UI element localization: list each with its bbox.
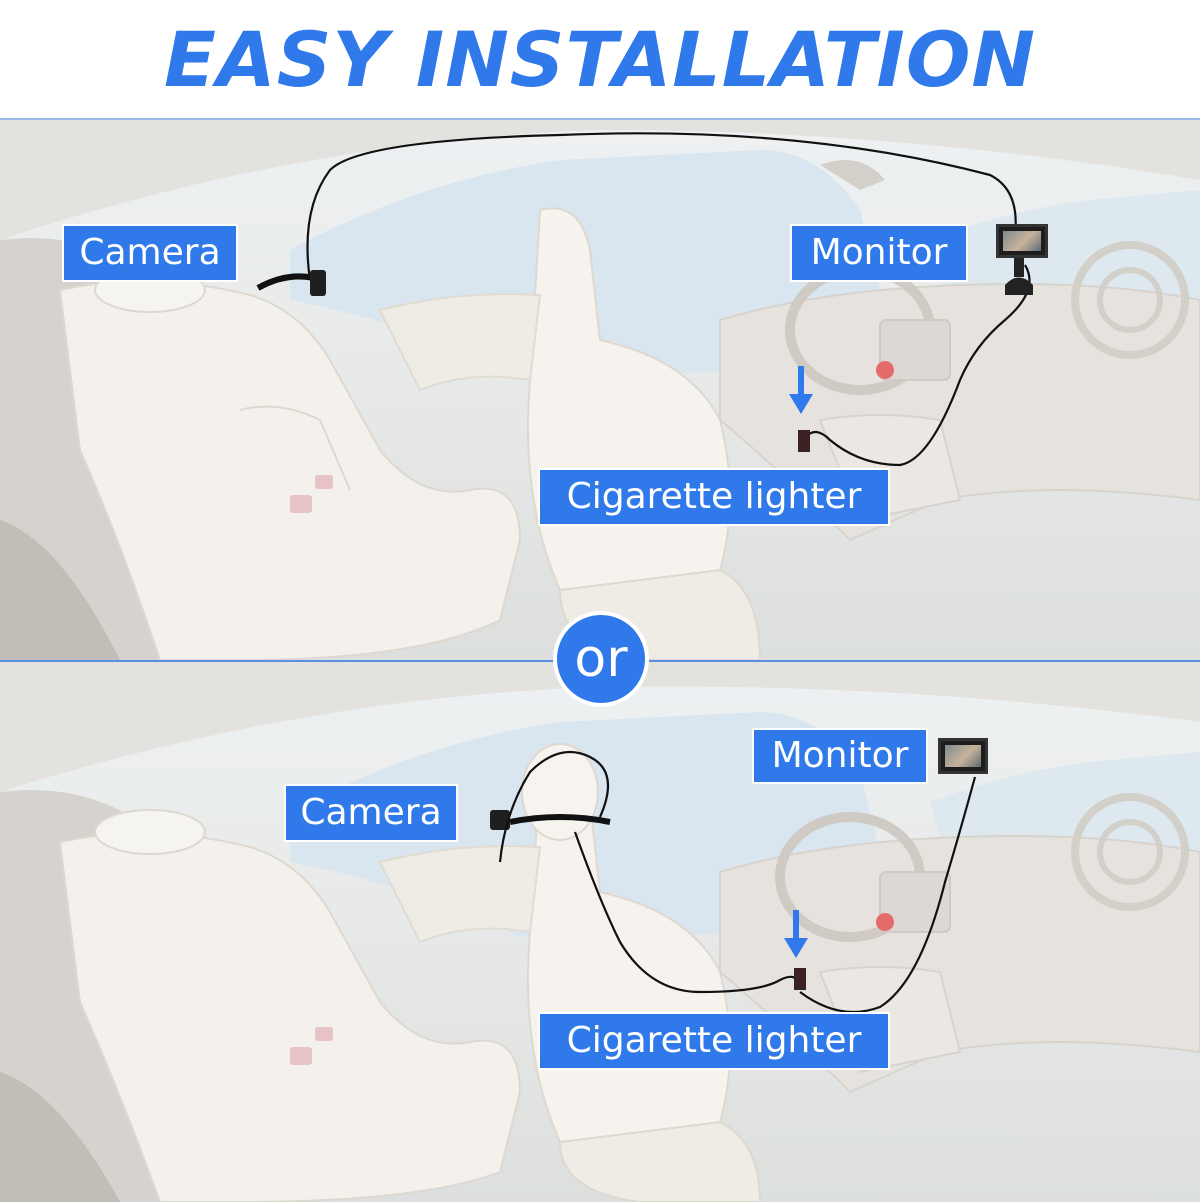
camera-label: Camera xyxy=(62,224,238,282)
camera-label: Camera xyxy=(284,784,458,842)
monitor-device-icon xyxy=(938,738,988,774)
page-title: EASY INSTALLATION xyxy=(163,14,1037,104)
monitor-device-icon xyxy=(996,224,1048,258)
cigarette-lighter-label: Cigarette lighter xyxy=(538,1012,890,1070)
installation-panel-headrest-rear: Camera Monitor Cigarette lighter xyxy=(0,118,1200,660)
car-interior-illustration xyxy=(0,120,1200,660)
arrow-down-icon xyxy=(789,366,813,414)
monitor-label: Monitor xyxy=(790,224,968,282)
cigarette-lighter-label: Cigarette lighter xyxy=(538,468,890,526)
monitor-label: Monitor xyxy=(752,728,928,784)
installation-panel-front-headrest: Camera Monitor Cigarette lighter xyxy=(0,660,1200,1202)
arrow-down-icon xyxy=(784,910,808,958)
or-divider-badge: or xyxy=(553,611,649,707)
car-interior-illustration-2 xyxy=(0,662,1200,1202)
